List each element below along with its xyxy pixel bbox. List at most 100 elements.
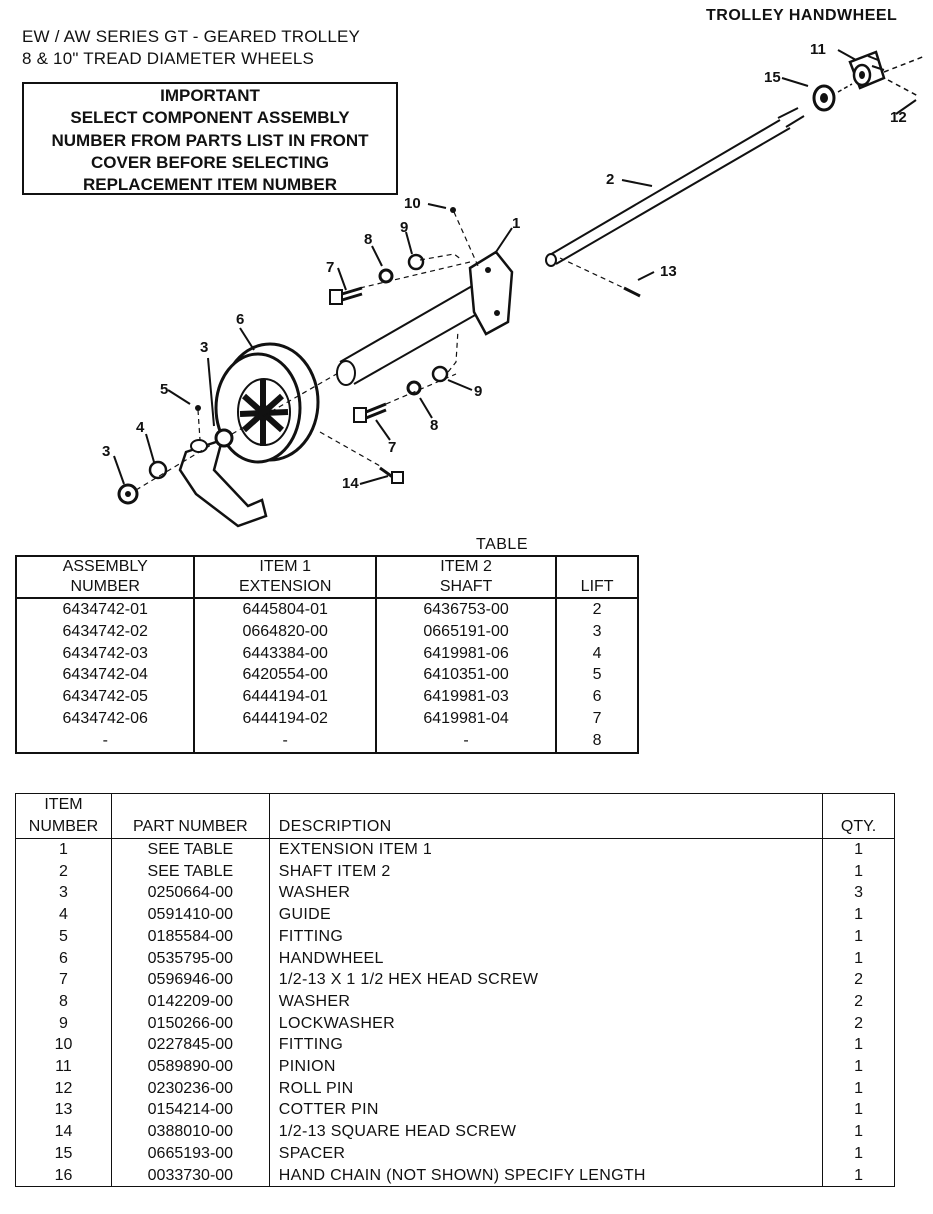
callout-15: 15 [764,69,781,86]
qty-cell: 2 [822,969,895,991]
shaft-cell: 6419981-04 [374,707,558,730]
extension-cell: 6420554-00 [193,664,377,687]
trolley-handwheel-heading: TROLLEY HANDWHEEL [706,7,898,24]
table-caption: TABLE [476,536,528,553]
callout-9-upper: 9 [400,219,408,236]
qty-cell: 1 [822,1121,895,1143]
washer-item-3-right [214,428,234,448]
description-cell: HANDWHEEL [268,947,824,970]
callout-8-upper: 8 [364,231,372,248]
qty-cell: 1 [822,1077,895,1100]
extension-cell: 6443384-00 [193,642,377,665]
description-cell: ROLL PIN [268,1077,824,1100]
callout-11: 11 [810,41,826,58]
hex-screw-item-7-upper [329,286,363,305]
assembly-number-cell: 6434742-01 [14,598,196,621]
lockwasher-item-9-upper [407,253,425,271]
item-number-cell: 5 [15,925,112,948]
lift-cell: 8 [555,729,639,753]
part-number-cell: 0154214-00 [110,1099,270,1122]
qty-cell: 2 [822,990,895,1013]
description-cell: WASHER [268,990,824,1013]
notice-line-3: NUMBER FROM PARTS LIST IN FRONT [51,130,369,150]
qty-cell: 1 [822,1142,895,1165]
shaft-item-2 [545,107,805,267]
part-number-cell: 0230236-00 [110,1077,270,1100]
part-number-cell: 0142209-00 [110,990,270,1013]
qty-cell: 1 [822,1034,895,1057]
assembly-number-cell: 6434742-02 [14,620,196,643]
description-cell: GUIDE [268,904,824,926]
lift-cell: 2 [555,598,639,621]
shaft-cell: - [374,729,558,753]
qty-cell: 1 [822,1164,895,1187]
qty-cell: 1 [822,925,895,948]
extension-cell: 6444194-02 [193,707,377,730]
col-part-number: PART NUMBER [110,793,270,839]
description-cell: SHAFT ITEM 2 [268,860,824,883]
item-number-cell: 16 [15,1164,112,1187]
part-number-cell: 0535795-00 [110,947,270,970]
callout-13: 13 [660,263,677,280]
part-number-cell: 0250664-00 [110,882,270,905]
notice-line-5: REPLACEMENT ITEM NUMBER [82,175,338,195]
assembly-number-cell: 6434742-04 [14,664,196,687]
lift-cell: 7 [555,707,639,730]
qty-cell: 1 [822,947,895,970]
assembly-number-cell: 6434742-03 [14,642,196,665]
qty-cell: 1 [822,860,895,883]
square-screw-item-14 [379,466,404,484]
description-cell: PINION [268,1056,824,1078]
assembly-centerlines [135,211,625,491]
description-cell: 1/2-13 SQUARE HEAD SCREW [268,1121,824,1143]
shaft-cell: 6436753-00 [374,598,558,621]
part-number-cell: 0591410-00 [110,904,270,926]
assembly-number-cell: - [14,729,196,753]
notice-line-1: IMPORTANT [160,86,260,105]
item-number-cell: 11 [15,1056,112,1078]
extension-cell: 6445804-01 [193,598,377,621]
important-notice: IMPORTANT SELECT COMPONENT ASSEMBLY NUMB… [22,82,398,195]
callout-12: 12 [890,109,907,126]
item-number-cell: 4 [15,904,112,926]
washer-item-4-ring [148,460,168,480]
callout-leaders [113,49,917,485]
extension-item-1 [336,250,514,386]
part-number-cell: SEE TABLE [110,860,270,883]
item-number-cell: 10 [15,1034,112,1057]
notice-line-4: COVER BEFORE SELECTING [90,152,330,172]
shaft-cell: 6419981-06 [374,642,558,665]
shaft-cell: 6410351-00 [374,664,558,687]
description-cell: SPACER [268,1142,824,1165]
col-lift: LIFT [555,556,639,599]
washer-item-8-lower [406,380,422,396]
item-number-cell: 2 [15,860,112,883]
item-number-cell: 14 [15,1121,112,1143]
pinion-item-11 [848,50,886,90]
callout-10: 10 [404,195,421,212]
part-number-cell: SEE TABLE [110,838,270,861]
item-number-cell: 8 [15,990,112,1013]
extension-cell: - [193,729,377,753]
callout-4: 4 [136,419,145,436]
shaft-cell: 0665191-00 [374,620,558,643]
